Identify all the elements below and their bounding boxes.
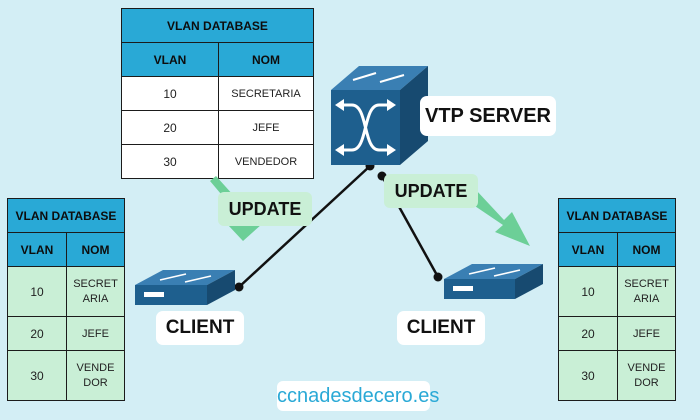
layer3-switch-icon xyxy=(331,66,428,165)
client-left-label: CLIENT xyxy=(156,311,244,345)
server-row-vlan: 20 xyxy=(121,110,219,145)
client-left-row-vlan: 30 xyxy=(7,350,67,401)
client-right-label: CLIENT xyxy=(397,311,485,345)
client-right-row-vlan: 20 xyxy=(558,316,618,351)
client-right-row-vlan: 30 xyxy=(558,350,618,401)
update-arrow-icon xyxy=(466,190,530,246)
switch-icon xyxy=(135,270,235,305)
switch-icon xyxy=(444,264,543,299)
vtp-server-label: VTP SERVER xyxy=(420,96,556,136)
client-right-row-nom: JEFE xyxy=(617,316,676,351)
update-label-right: UPDATE xyxy=(384,174,478,208)
client-left-table-title: VLAN DATABASE xyxy=(7,198,125,233)
client-left-row-nom: JEFE xyxy=(66,316,125,351)
server-row-nom: VENDEDOR xyxy=(218,144,314,179)
client-right-col-nom: NOM xyxy=(617,232,676,267)
server-vlan-table: VLAN DATABASE VLAN NOM 10 SECRETARIA 20 … xyxy=(121,8,314,179)
client-left-row-vlan: 10 xyxy=(7,266,67,317)
server-table-title: VLAN DATABASE xyxy=(121,8,314,43)
client-left-col-vlan: VLAN xyxy=(7,232,67,267)
server-row-vlan: 10 xyxy=(121,76,219,111)
server-row-nom: JEFE xyxy=(218,110,314,145)
website-label: ccnadesdecero.es xyxy=(277,381,439,411)
server-row-nom: SECRETARIA xyxy=(218,76,314,111)
update-label-left: UPDATE xyxy=(218,192,312,226)
server-row-vlan: 30 xyxy=(121,144,219,179)
